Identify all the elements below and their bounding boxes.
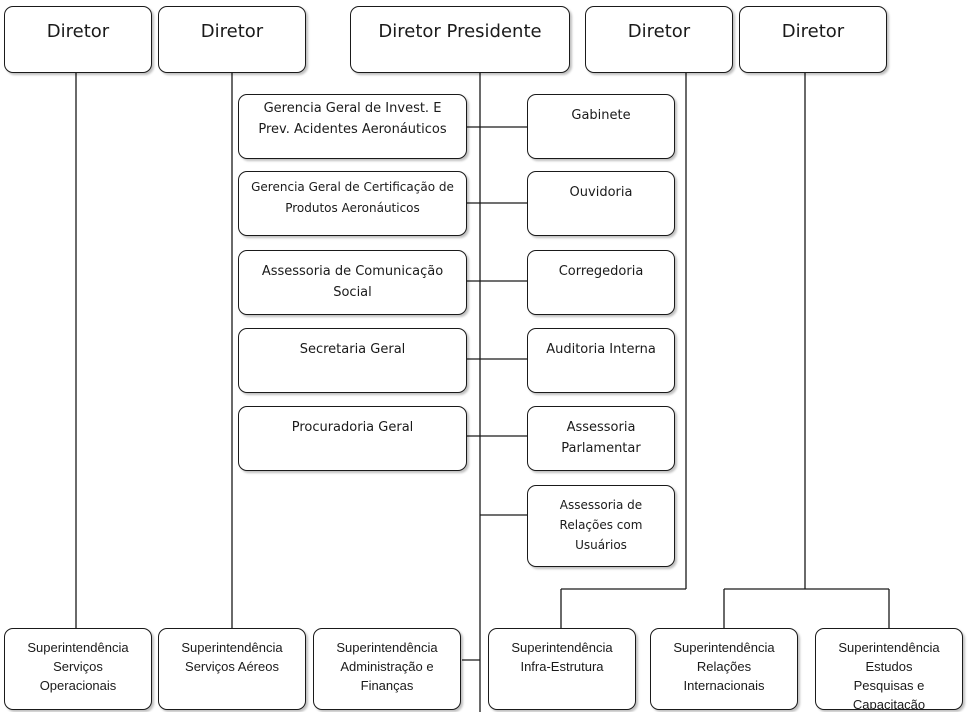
unit-label: Procuradoria Geral — [291, 420, 414, 435]
sup-label: Superintendência Relações Internacionais — [673, 640, 775, 693]
unit-assessoria-parlamentar: Assessoria Parlamentar — [527, 406, 675, 471]
director-box-2: Diretor — [158, 6, 306, 73]
sup-label: Superintendência Administração e Finança… — [336, 640, 438, 693]
director-label: Diretor Presidente — [378, 21, 542, 42]
unit-label: Assessoria Parlamentar — [561, 420, 641, 456]
unit-corregedoria: Corregedoria — [527, 250, 675, 315]
unit-ouvidoria: Ouvidoria — [527, 171, 675, 236]
director-box-1: Diretor — [4, 6, 152, 73]
unit-label: Auditoria Interna — [546, 342, 656, 357]
unit-label: Gerencia Geral de Certificação de Produt… — [251, 180, 454, 215]
unit-gabinete: Gabinete — [527, 94, 675, 159]
sup-label: Superintendência Serviços Operacionais — [27, 640, 129, 693]
sup-infra-estrutura: Superintendência Infra-Estrutura — [488, 628, 636, 710]
unit-label: Assessoria de Relações com Usuários — [559, 498, 643, 552]
unit-label: Assessoria de Comunicação Social — [261, 264, 444, 300]
sup-relacoes-internacionais: Superintendência Relações Internacionais — [650, 628, 798, 710]
unit-label: Gerencia Geral de Invest. E Prev. Aciden… — [258, 101, 447, 137]
unit-label: Corregedoria — [558, 264, 644, 279]
director-label: Diretor — [46, 21, 110, 42]
sup-servicos-operacionais: Superintendência Serviços Operacionais — [4, 628, 152, 710]
director-label: Diretor — [781, 21, 845, 42]
sup-administracao-financas: Superintendência Administração e Finança… — [313, 628, 461, 710]
sup-label: Superintendência Estudos Pesquisas e Cap… — [838, 640, 940, 710]
unit-label: Secretaria Geral — [299, 342, 406, 357]
sup-estudos-pesquisas: Superintendência Estudos Pesquisas e Cap… — [815, 628, 963, 710]
unit-procuradoria-geral: Procuradoria Geral — [238, 406, 467, 471]
unit-label: Gabinete — [571, 108, 631, 123]
sup-label: Superintendência Serviços Aéreos — [181, 640, 283, 674]
unit-auditoria-interna: Auditoria Interna — [527, 328, 675, 393]
unit-assessoria-relacoes-usuarios: Assessoria de Relações com Usuários — [527, 485, 675, 567]
director-box-5: Diretor — [739, 6, 887, 73]
director-label: Diretor — [627, 21, 691, 42]
unit-gerencia-invest: Gerencia Geral de Invest. E Prev. Aciden… — [238, 94, 467, 159]
sup-label: Superintendência Infra-Estrutura — [511, 640, 613, 674]
unit-assessoria-comunicacao: Assessoria de Comunicação Social — [238, 250, 467, 315]
director-label: Diretor — [200, 21, 264, 42]
unit-gerencia-certificacao: Gerencia Geral de Certificação de Produt… — [238, 171, 467, 236]
unit-label: Ouvidoria — [569, 185, 633, 200]
sup-servicos-aereos: Superintendência Serviços Aéreos — [158, 628, 306, 710]
unit-secretaria-geral: Secretaria Geral — [238, 328, 467, 393]
director-box-4: Diretor — [585, 6, 733, 73]
director-president-box: Diretor Presidente — [350, 6, 570, 73]
